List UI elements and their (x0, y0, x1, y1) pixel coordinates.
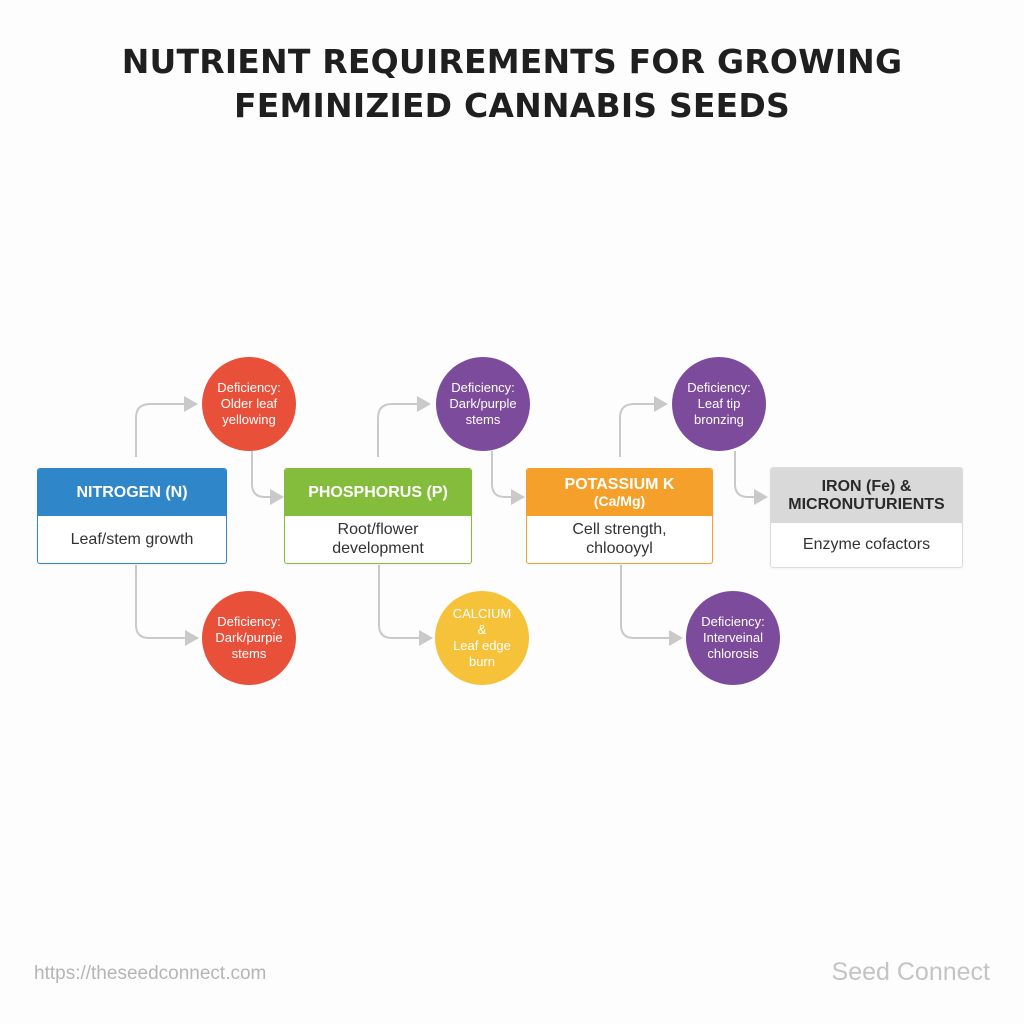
connector-n-top (135, 396, 198, 457)
nutrient-name: PHOSPHORUS (P) (308, 483, 448, 501)
connector-k-top (619, 396, 668, 457)
connector-k-bottom (620, 565, 683, 646)
nutrient-card-iron: IRON (Fe) & MICRONUTURIENTS Enzyme cofac… (770, 467, 963, 568)
title-line-1: NUTRIENT REQUIREMENTS FOR GROWING (121, 42, 903, 81)
nutrient-role: Leaf/stem growth (70, 530, 194, 548)
nutrient-name: POTASSIUM K (564, 476, 675, 493)
deficiency-circle-nitrogen-bottom: Deficiency: Dark/purpie stems (202, 591, 296, 685)
nutrient-role: Enzyme cofactors (802, 536, 931, 553)
nutrient-card-potassium-body: Cell strength, chloooyyl (527, 516, 712, 562)
nutrient-card-nitrogen-header: NITROGEN (N) (38, 469, 226, 516)
nutrient-card-nitrogen: NITROGEN (N) Leaf/stem growth (37, 468, 227, 564)
brand-watermark: Seed Connect (831, 958, 990, 986)
nutrient-card-iron-header: IRON (Fe) & MICRONUTURIENTS (771, 468, 962, 523)
connector-p-to-k (491, 451, 525, 505)
deficiency-circle-phosphorus-bottom: CALCIUM & Leaf edge burn (435, 591, 529, 685)
connector-n-bottom (135, 565, 199, 646)
deficiency-circle-nitrogen-top: Deficiency: Older leaf yellowing (202, 357, 296, 451)
nutrient-sub-label: (Ca/Mg) (593, 493, 646, 509)
connector-n-to-p (251, 451, 284, 505)
deficiency-circle-phosphorus-top: Deficiency: Dark/purple stems (436, 357, 530, 451)
nutrient-role: Cell strength, chloooyyl (572, 521, 667, 557)
connector-k-to-fe (734, 451, 768, 505)
nutrient-card-nitrogen-body: Leaf/stem growth (38, 516, 226, 562)
title-line-2: FEMINIZIED CANNABIS SEEDS (234, 86, 790, 125)
nutrient-card-iron-body: Enzyme cofactors (771, 523, 962, 566)
connector-p-bottom (378, 565, 433, 646)
nutrient-name: NITROGEN (N) (76, 483, 188, 501)
nutrient-card-potassium-header: POTASSIUM K (Ca/Mg) (527, 469, 712, 516)
nutrient-name: IRON (Fe) & MICRONUTURIENTS (788, 477, 945, 513)
deficiency-circle-potassium-top: Deficiency: Leaf tip bronzing (672, 357, 766, 451)
nutrient-card-phosphorus: PHOSPHORUS (P) Root/flower development (284, 468, 472, 564)
nutrient-card-phosphorus-header: PHOSPHORUS (P) (285, 469, 471, 516)
page-title: NUTRIENT REQUIREMENTS FOR GROWING FEMINI… (0, 40, 1024, 128)
deficiency-circle-potassium-bottom: Deficiency: Interveinal chlorosis (686, 591, 780, 685)
connector-p-top (377, 396, 431, 457)
nutrient-card-potassium: POTASSIUM K (Ca/Mg) Cell strength, chloo… (526, 468, 713, 564)
nutrient-card-phosphorus-body: Root/flower development (285, 516, 471, 562)
nutrient-role: Root/flower development (332, 521, 424, 557)
source-url: https://theseedconnect.com (34, 963, 267, 984)
